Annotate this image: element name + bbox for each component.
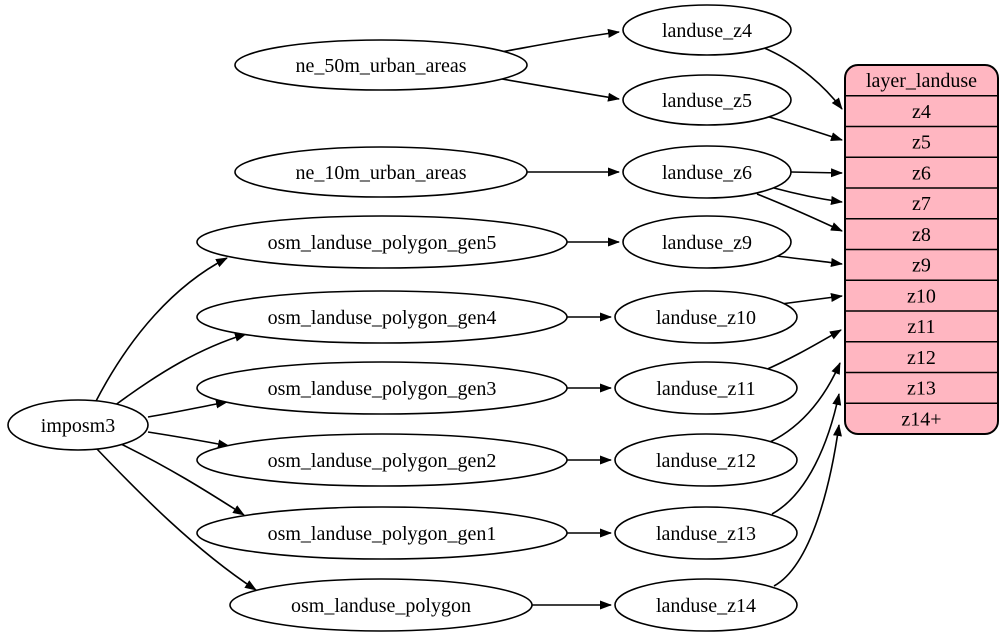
edge-landuse-z5-row-z5 bbox=[765, 115, 843, 141]
edge-landuse-z11-row-z11 bbox=[762, 329, 842, 372]
node-landuse-z4-label: landuse_z4 bbox=[662, 20, 752, 42]
node-polygon-shape bbox=[229, 578, 533, 632]
node-gen3-shape bbox=[196, 361, 568, 415]
edge-landuse-z6-row-z8 bbox=[756, 193, 843, 232]
node-landuse-z5-label: landuse_z5 bbox=[662, 90, 752, 112]
node-osm-landuse-polygon-gen4: osm_landuse_polygon_gen4 bbox=[196, 290, 568, 344]
node-landuse-z13: landuse_z13 bbox=[614, 506, 798, 560]
edge-landuse-z12-row-z12 bbox=[769, 362, 841, 443]
table-row-z5: z5 bbox=[912, 132, 931, 154]
node-polygon-label: osm_landuse_polygon bbox=[291, 595, 471, 617]
edge-landuse-z6-row-z6 bbox=[790, 168, 843, 178]
node-landuse-z12-label: landuse_z12 bbox=[656, 450, 756, 472]
table-header-label: layer_landuse bbox=[866, 70, 977, 92]
table-layer-landuse: layer_landuse z4 z5 z6 z7 z8 z9 z10 z11 … bbox=[844, 64, 999, 435]
table-row-z6: z6 bbox=[912, 163, 931, 185]
node-gen5-shape bbox=[196, 215, 568, 269]
node-imposm3-shape bbox=[7, 399, 149, 451]
table-row-z4: z4 bbox=[912, 101, 931, 123]
node-osm-landuse-polygon-gen2: osm_landuse_polygon_gen2 bbox=[196, 433, 568, 487]
table-row-z9: z9 bbox=[912, 255, 931, 277]
node-landuse-z14: landuse_z14 bbox=[614, 578, 798, 632]
node-gen3-label: osm_landuse_polygon_gen3 bbox=[268, 378, 497, 400]
node-landuse-z6-label: landuse_z6 bbox=[662, 162, 752, 184]
edge-imposm3-gen4 bbox=[113, 332, 247, 407]
node-landuse-z12-shape bbox=[614, 433, 798, 487]
node-landuse-z10: landuse_z10 bbox=[614, 290, 798, 344]
table-row-z14plus: z14+ bbox=[901, 409, 941, 431]
node-ne-50m-urban-areas: ne_50m_urban_areas bbox=[234, 39, 528, 91]
edge-landuse-z4-row-z4 bbox=[761, 46, 843, 110]
edge-ne50m-landuse-z5 bbox=[501, 78, 620, 102]
node-landuse-z10-shape bbox=[614, 290, 798, 344]
node-osm-landuse-polygon: osm_landuse_polygon bbox=[229, 578, 533, 632]
node-gen1-shape bbox=[196, 506, 568, 560]
node-gen1-label: osm_landuse_polygon_gen1 bbox=[268, 523, 497, 545]
node-gen4-shape bbox=[196, 290, 568, 344]
node-landuse-z5-shape bbox=[622, 74, 792, 126]
node-gen2-shape bbox=[196, 433, 568, 487]
node-landuse-z6-shape bbox=[622, 145, 792, 199]
node-landuse-z6: landuse_z6 bbox=[622, 145, 792, 199]
edge-imposm3-gen2 bbox=[147, 431, 230, 449]
node-osm-landuse-polygon-gen3: osm_landuse_polygon_gen3 bbox=[196, 361, 568, 415]
edge-landuse-z9-row-z9 bbox=[776, 255, 843, 267]
table-row-z12: z12 bbox=[907, 347, 936, 369]
node-landuse-z13-shape bbox=[614, 506, 798, 560]
table-row-z11: z11 bbox=[907, 316, 935, 338]
edge-ne50m-landuse-z4 bbox=[500, 28, 620, 53]
node-landuse-z10-label: landuse_z10 bbox=[656, 307, 756, 329]
edge-imposm3-gen3 bbox=[147, 399, 228, 418]
node-imposm3: imposm3 bbox=[7, 399, 149, 451]
node-gen2-label: osm_landuse_polygon_gen2 bbox=[268, 450, 497, 472]
edge-landuse-z10-row-z10 bbox=[780, 293, 843, 305]
node-ne-50m-label: ne_50m_urban_areas bbox=[295, 55, 466, 77]
edge-landuse-z6-row-z7 bbox=[773, 187, 843, 205]
edge-imposm3-gen5 bbox=[94, 257, 228, 404]
node-gen5-label: osm_landuse_polygon_gen5 bbox=[268, 232, 497, 254]
node-osm-landuse-polygon-gen5: osm_landuse_polygon_gen5 bbox=[196, 215, 568, 269]
table-row-z10: z10 bbox=[907, 286, 936, 308]
edge-landuse-z13-row-z13 bbox=[771, 393, 842, 515]
node-landuse-z14-label: landuse_z14 bbox=[656, 595, 756, 617]
node-landuse-z14-shape bbox=[614, 578, 798, 632]
edge-imposm3-gen1 bbox=[120, 443, 245, 516]
node-landuse-z9-label: landuse_z9 bbox=[662, 232, 752, 254]
node-landuse-z11-shape bbox=[614, 361, 798, 415]
table-row-z7: z7 bbox=[912, 193, 931, 215]
node-ne-10m-urban-areas: ne_10m_urban_areas bbox=[234, 146, 528, 198]
node-landuse-z11: landuse_z11 bbox=[614, 361, 798, 415]
node-ne-10m-label: ne_10m_urban_areas bbox=[295, 162, 466, 184]
edge-landuse-z14-row-z14plus bbox=[773, 424, 842, 587]
node-landuse-z11-label: landuse_z11 bbox=[656, 378, 755, 400]
node-landuse-z9: landuse_z9 bbox=[622, 215, 792, 269]
node-landuse-z4: landuse_z4 bbox=[622, 4, 792, 56]
node-gen4-label: osm_landuse_polygon_gen4 bbox=[268, 307, 497, 329]
node-landuse-z12: landuse_z12 bbox=[614, 433, 798, 487]
table-row-z13: z13 bbox=[907, 378, 936, 400]
node-ne-10m-shape bbox=[234, 146, 528, 198]
table-row-z8: z8 bbox=[912, 224, 931, 246]
node-landuse-z4-shape bbox=[622, 4, 792, 56]
node-landuse-z9-shape bbox=[622, 215, 792, 269]
node-landuse-z13-label: landuse_z13 bbox=[656, 523, 756, 545]
node-osm-landuse-polygon-gen1: osm_landuse_polygon_gen1 bbox=[196, 506, 568, 560]
edge-imposm3-polygon bbox=[95, 447, 257, 591]
node-landuse-z5: landuse_z5 bbox=[622, 74, 792, 126]
node-ne-50m-shape bbox=[234, 39, 528, 91]
node-imposm3-label: imposm3 bbox=[41, 415, 115, 437]
